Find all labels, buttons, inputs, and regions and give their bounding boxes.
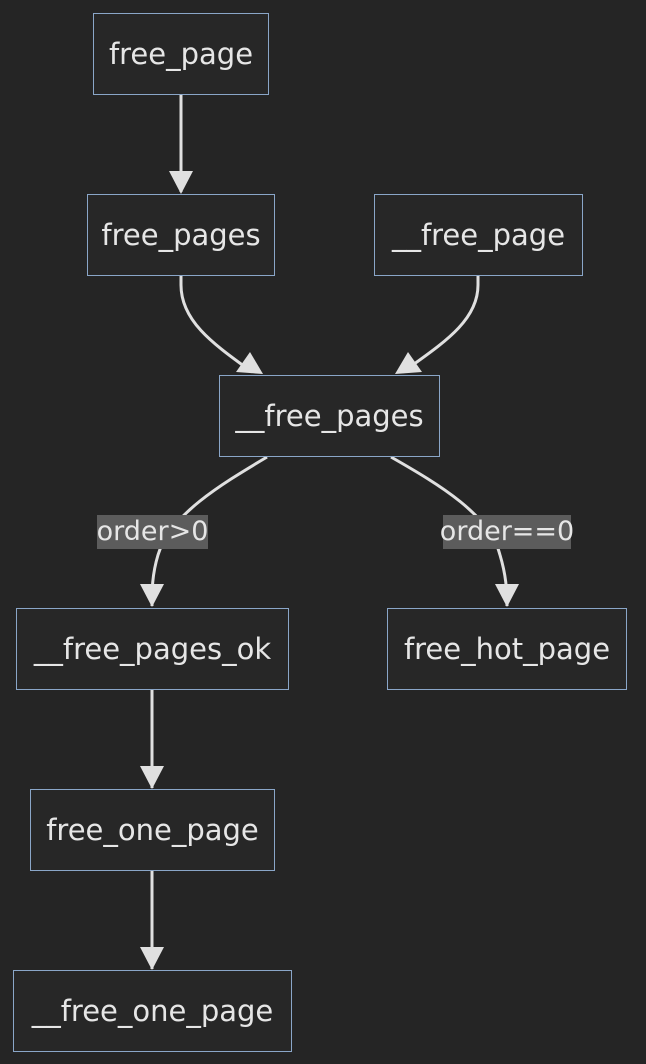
node-label-__free_pages: __free_pages xyxy=(235,399,424,433)
node-label-__free_one_page: __free_one_page xyxy=(31,994,274,1028)
node-__free_page: __free_page xyxy=(374,194,583,276)
arrowhead-__free_pages-right xyxy=(395,352,422,374)
node-label-free_one_page: free_one_page xyxy=(46,813,259,847)
edge-label-order-eq-0: order==0 xyxy=(439,515,575,549)
edge-free_pages-to-__free_pages xyxy=(179,276,253,374)
node-label-free_pages: free_pages xyxy=(101,218,261,252)
node-label-free_page: free_page xyxy=(108,37,254,71)
node-label-__free_pages_ok: __free_pages_ok xyxy=(33,632,272,666)
arrowhead-__free_pages-left xyxy=(236,352,263,374)
edge-label-text-order-eq-0: order==0 xyxy=(439,516,575,547)
arrowhead-free_hot_page xyxy=(495,584,519,607)
node-__free_pages: __free_pages xyxy=(219,375,440,457)
edge-label-text-order-gt-0: order>0 xyxy=(96,516,209,547)
edge-label-order-gt-0: order>0 xyxy=(97,515,208,549)
node-free_pages: free_pages xyxy=(87,194,275,276)
node-free_hot_page: free_hot_page xyxy=(387,608,627,690)
arrowhead-__free_pages_ok xyxy=(140,584,164,607)
arrowhead-free_one_page xyxy=(140,766,164,789)
node-__free_pages_ok: __free_pages_ok xyxy=(16,608,289,690)
node-label-free_hot_page: free_hot_page xyxy=(403,632,611,666)
edge-__free_page-to-__free_pages xyxy=(402,276,480,374)
arrowhead-__free_one_page xyxy=(140,947,164,970)
node-free_one_page: free_one_page xyxy=(30,789,275,871)
node-label-__free_page: __free_page xyxy=(391,218,566,252)
node-free_page: free_page xyxy=(93,13,269,95)
arrowhead-free_pages xyxy=(169,171,193,194)
node-__free_one_page: __free_one_page xyxy=(13,970,292,1052)
